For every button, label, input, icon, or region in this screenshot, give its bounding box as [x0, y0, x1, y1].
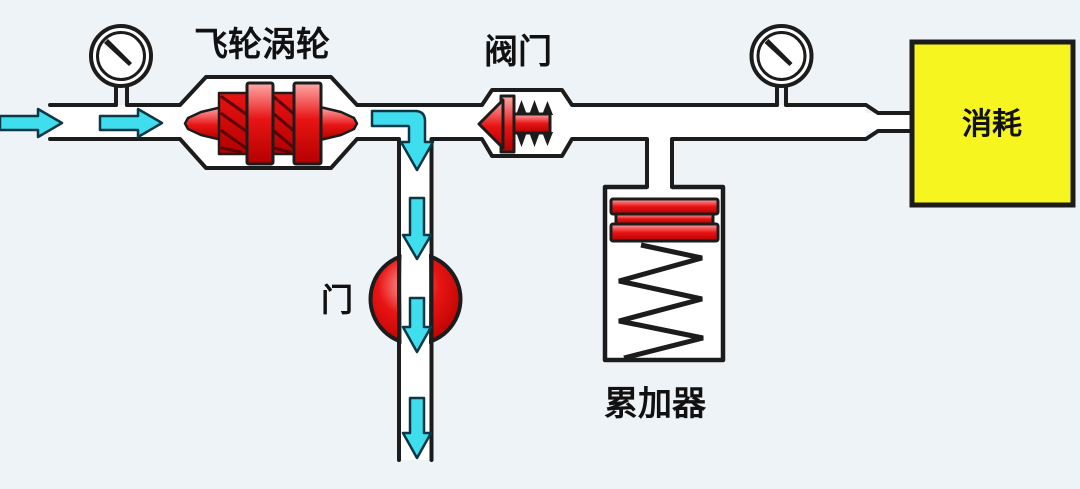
turbine-label: 飞轮涡轮: [194, 26, 330, 64]
gauge-inner-ring: [96, 31, 146, 81]
flow-arrow-inlet-2-icon: [98, 107, 164, 139]
gauge-stems: [114, 85, 788, 107]
pipe-top-wall: [48, 75, 914, 115]
turbine-rim-band-1: [245, 81, 275, 166]
pipe-interiors: [50, 77, 912, 460]
valve-shaft: [512, 112, 552, 135]
accumulator-spring: [618, 242, 704, 361]
turbine-rim-band-2: [292, 81, 323, 166]
gauge-needle-icon: [104, 39, 132, 66]
accumulator-piston-top: [609, 197, 720, 216]
pipe-walls: [48, 75, 914, 462]
narrow-pipe-interior: [866, 113, 912, 131]
valve-spring-teeth: [516, 100, 553, 147]
flow-arrow-branch-3-icon: [401, 396, 433, 460]
screw-valve: [477, 94, 553, 154]
gate-label: 门: [321, 282, 353, 318]
turbine-blade-lines: [220, 95, 296, 154]
flow-arrow-inlet-1-icon: [0, 107, 64, 139]
gauge-needle-icon: [764, 39, 793, 66]
accumulator-label: 累加器: [604, 385, 707, 423]
consumer-box: [909, 39, 1076, 208]
accumulator-container: [602, 184, 726, 363]
flow-arrow-elbow-icon: [370, 109, 435, 172]
pipe-bottom-wall: [48, 129, 914, 462]
accumulator: [602, 184, 726, 363]
accumulator-neck-interior: [647, 139, 672, 187]
flow-arrow-branch-2-icon: [401, 296, 433, 354]
valve-label: 阀门: [484, 33, 552, 71]
valve-cone: [477, 98, 505, 150]
main-pipe-interior: [50, 105, 866, 139]
consumer-label: 消耗: [962, 108, 1022, 141]
flywheel-turbine: [183, 81, 359, 166]
gate-channel-walls: [397, 250, 434, 348]
labels: 飞轮涡轮 阀门 门 累加器: [194, 26, 707, 423]
consumer: 消耗: [909, 39, 1076, 208]
gauge-inner-ring: [756, 31, 807, 81]
flow-arrows: [0, 107, 435, 460]
turbine-right-cone: [318, 105, 359, 142]
pressure-gauge-downstream: [749, 24, 814, 88]
pressure-gauge-upstream: [89, 24, 153, 88]
accumulator-piston-bottom: [609, 222, 720, 243]
flow-arrow-branch-1-icon: [401, 196, 433, 261]
